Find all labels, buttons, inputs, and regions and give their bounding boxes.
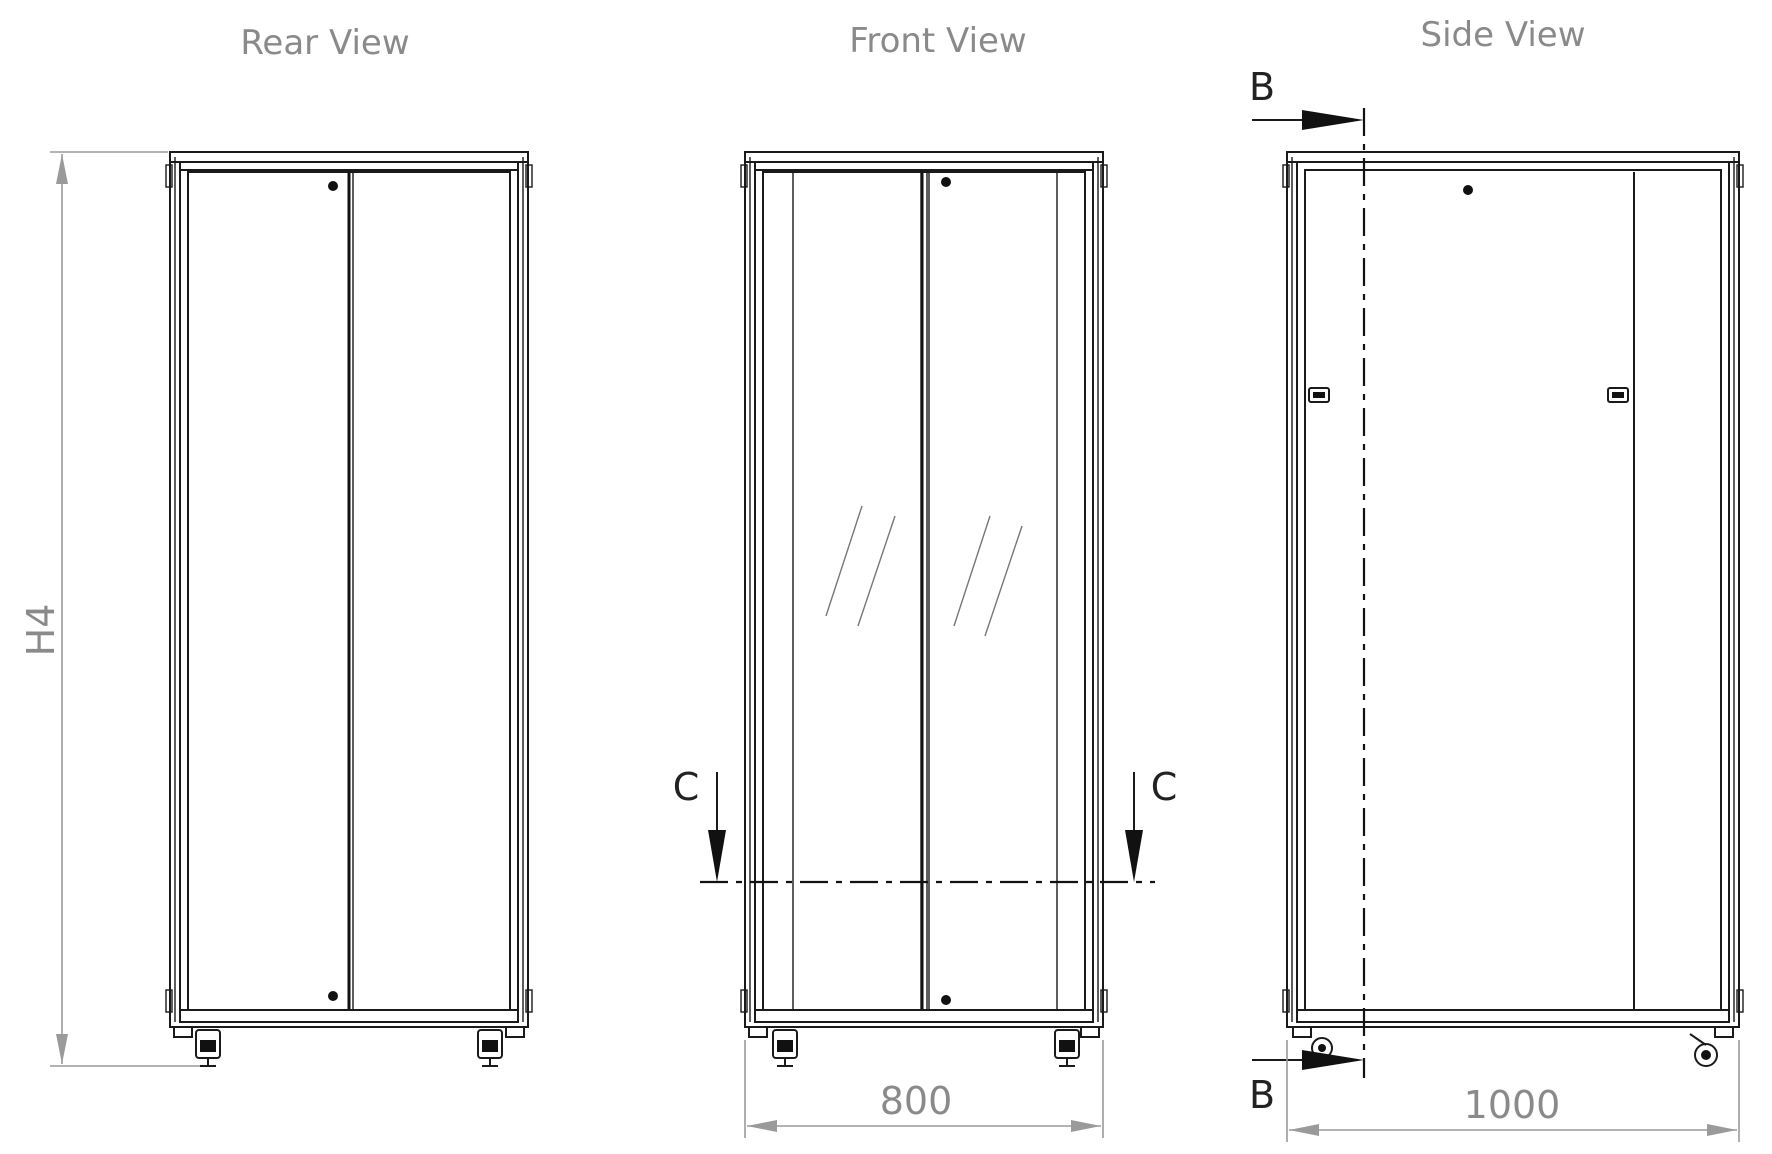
side-panel (1304, 169, 1722, 1011)
section-c-label-left: C (673, 765, 700, 809)
height-dimension: H4 (19, 151, 200, 1067)
section-c-arrow-left (708, 830, 726, 882)
rear-lock-top (328, 181, 338, 191)
width-dimension: 800 (744, 1040, 1104, 1138)
rear-frame (169, 151, 529, 1028)
front-frame (744, 151, 1104, 1028)
section-b: B B (1249, 65, 1366, 1117)
section-c-arrow-right (1125, 830, 1143, 882)
side-view (1282, 151, 1744, 1067)
side-frame (1286, 151, 1740, 1028)
rear-lock-bottom (328, 991, 338, 1001)
depth-label: 1000 (1464, 1083, 1561, 1127)
side-view-title: Side View (1420, 15, 1585, 55)
front-view (740, 151, 1108, 1067)
side-handle-right (1607, 387, 1629, 403)
front-door (762, 171, 1086, 1011)
front-view-title: Front View (849, 21, 1027, 61)
front-glass-left (792, 171, 922, 1011)
front-lock-top (941, 177, 951, 187)
section-b-label-bottom: B (1249, 1073, 1275, 1117)
section-c: C C (673, 765, 1178, 884)
rear-view (165, 151, 533, 1067)
front-lock-bottom (941, 995, 951, 1005)
rear-view-title: Rear View (240, 23, 409, 63)
glass-reflection (825, 505, 863, 617)
front-glass-right (928, 171, 1058, 1011)
section-b-arrow-top (1302, 110, 1364, 130)
side-lock (1463, 185, 1473, 195)
depth-dimension: 1000 (1286, 1040, 1740, 1142)
section-b-label-top: B (1249, 65, 1275, 109)
section-b-arrow-bottom (1302, 1050, 1364, 1070)
width-label: 800 (880, 1079, 953, 1123)
side-handle-left (1308, 387, 1330, 403)
section-c-label-right: C (1151, 765, 1178, 809)
height-label: H4 (19, 604, 63, 657)
